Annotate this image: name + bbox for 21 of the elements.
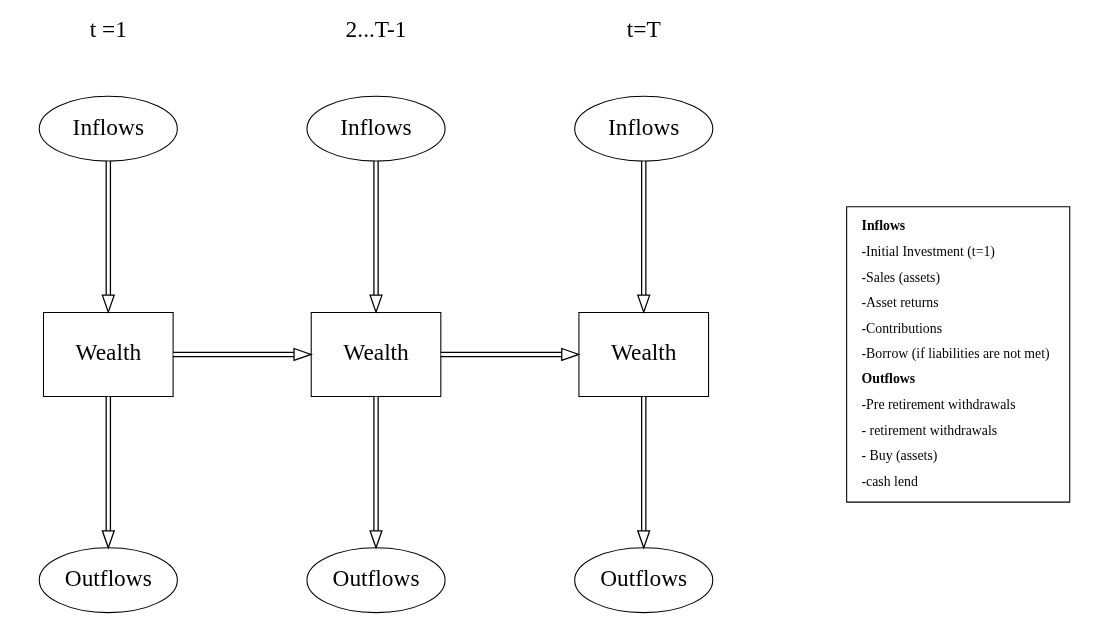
arrow xyxy=(368,395,383,550)
node-ellipse: Outflows xyxy=(305,547,446,614)
label: t=T xyxy=(626,16,661,43)
node-box: Inflows -Initial Investment (t=1) -Sales (assets) -Asset returns -Contributions -Borrow (if liabilities are not met) Outflows -Pre retirement withdrawals - retirement withdrawals - Buy (assets) -cash lend xyxy=(845,206,1070,503)
node-box: Wealth xyxy=(577,311,709,397)
node-box: Wealth xyxy=(42,311,174,397)
arrow xyxy=(636,160,651,315)
arrow xyxy=(439,347,581,362)
arrow xyxy=(636,395,651,550)
node-ellipse: Inflows xyxy=(305,95,446,162)
label: 2...T-1 xyxy=(345,16,406,43)
node-ellipse: Inflows xyxy=(573,95,713,162)
arrow xyxy=(172,347,313,362)
node-ellipse: Inflows xyxy=(38,95,178,162)
arrow xyxy=(100,160,115,315)
node-ellipse: Outflows xyxy=(38,547,178,614)
label: t =1 xyxy=(89,16,127,43)
node-ellipse: Outflows xyxy=(573,547,713,614)
node-box: Wealth xyxy=(310,311,441,397)
arrow xyxy=(100,395,115,550)
arrow xyxy=(368,160,383,315)
